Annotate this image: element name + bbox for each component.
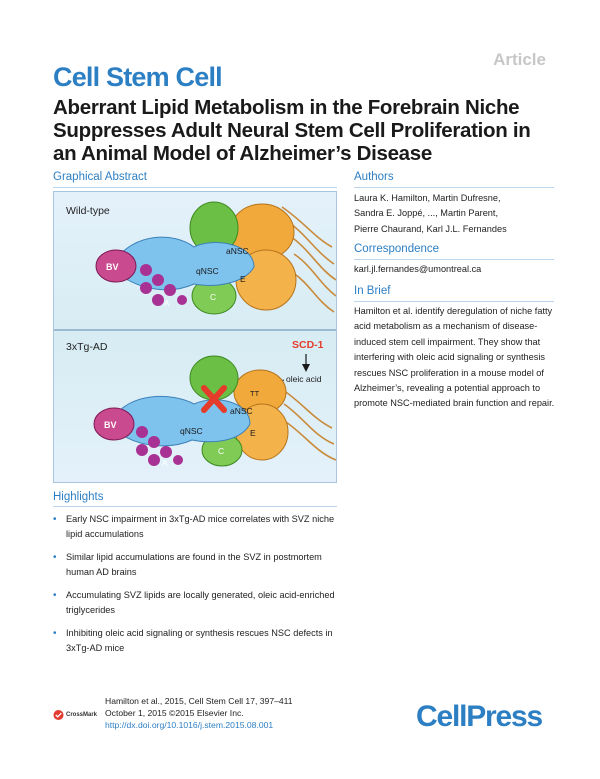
svg-text:E: E [250,428,256,438]
panel-label-wildtype: Wild-type [66,205,110,217]
correspondence-heading: Correspondence [354,243,440,255]
graphical-abstract-rule [53,187,337,188]
nsc-body-top [112,236,255,291]
scd1-label: SCD-1 [292,339,324,351]
highlights-heading: Highlights [53,491,104,503]
correspondence-email[interactable]: karl.jl.fernandes@umontreal.ca [354,264,482,274]
wildtype-panel: Wild-type BV [66,201,336,315]
oleic-acid-label: oleic acid [286,374,322,384]
crossmark-icon [53,709,64,721]
svg-text:aNSC: aNSC [226,246,249,256]
in-brief-heading: In Brief [354,285,391,297]
citation-footer: Hamilton et al., 2015, Cell Stem Cell 17… [105,695,293,732]
graphical-abstract-heading: Graphical Abstract [53,171,147,183]
highlight-item: •Inhibiting oleic acid signaling or synt… [53,628,333,653]
green-cell-bottom-1 [189,355,239,401]
author-line: Laura K. Hamilton, Martin Dufresne, [354,193,501,203]
authors-rule [354,187,554,188]
highlight-item: •Accumulating SVZ lipids are locally gen… [53,590,335,615]
lipid-dots-bottom [136,426,183,466]
bullet-icon: • [53,628,57,639]
date-line: October 1, 2015 ©2015 Elsevier Inc. [105,708,244,719]
highlights-rule [53,506,337,507]
svg-text:A: A [162,459,168,468]
svg-text:E: E [240,274,246,284]
svg-text:aNSC: aNSC [230,406,253,416]
crossmark-badge[interactable]: CrossMark [53,708,97,722]
scd1-arrow-head [302,364,310,372]
authors-list: Laura K. Hamilton, Martin Dufresne, Sand… [354,191,554,237]
bullet-icon: • [53,552,57,563]
svg-text:C: C [218,446,224,456]
blood-vessel-bottom [93,407,135,441]
svg-text:BV: BV [104,420,117,430]
svg-text:A: A [164,299,170,308]
svg-text:C: C [210,292,216,302]
lipid-dots-top [140,264,187,306]
highlights-list: •Early NSC impairment in 3xTg-AD mice co… [53,512,343,664]
svg-text:qNSC: qNSC [196,266,219,276]
svg-text:TT: TT [250,389,260,398]
blood-vessel-top [95,249,137,283]
highlight-item: •Early NSC impairment in 3xTg-AD mice co… [53,514,335,539]
graphical-abstract-figure: Wild-type BV [53,191,337,483]
article-title: Aberrant Lipid Metabolism in the Forebra… [53,96,531,165]
inhibition-cross [201,385,227,413]
bullet-icon: • [53,514,57,525]
bullet-icon: • [53,590,57,601]
axon-bundle-bottom [279,387,336,461]
panel-label-ad: 3xTg-AD [66,341,108,353]
svg-text:qNSC: qNSC [180,426,203,436]
graphical-abstract-svg: Wild-type BV [54,201,336,468]
svg-text:BV: BV [106,262,119,272]
in-brief-text: Hamilton et al. identify deregulation of… [354,306,555,409]
doi-link[interactable]: http://dx.doi.org/10.1016/j.stem.2015.08… [105,720,274,731]
journal-name[interactable]: Cell Stem Cell [53,62,223,92]
cellpress-logo[interactable]: CellPress [416,700,543,733]
author-line: Pierre Chaurand, Karl J.L. Fernandes [354,223,507,234]
ad-panel: 3xTg-AD SCD-1 oleic acid TT BV [66,339,336,468]
correspondence-rule [354,259,554,260]
in-brief-rule [354,301,554,302]
crossmark-label: CrossMark [65,712,97,718]
authors-heading: Authors [354,171,394,183]
author-line: Sandra E. Joppé, ..., Martin Parent, [354,208,499,219]
article-tag: Article [493,50,546,69]
citation-line: Hamilton et al., 2015, Cell Stem Cell 17… [105,696,293,706]
highlight-item: •Similar lipid accumulations are found i… [53,552,322,577]
